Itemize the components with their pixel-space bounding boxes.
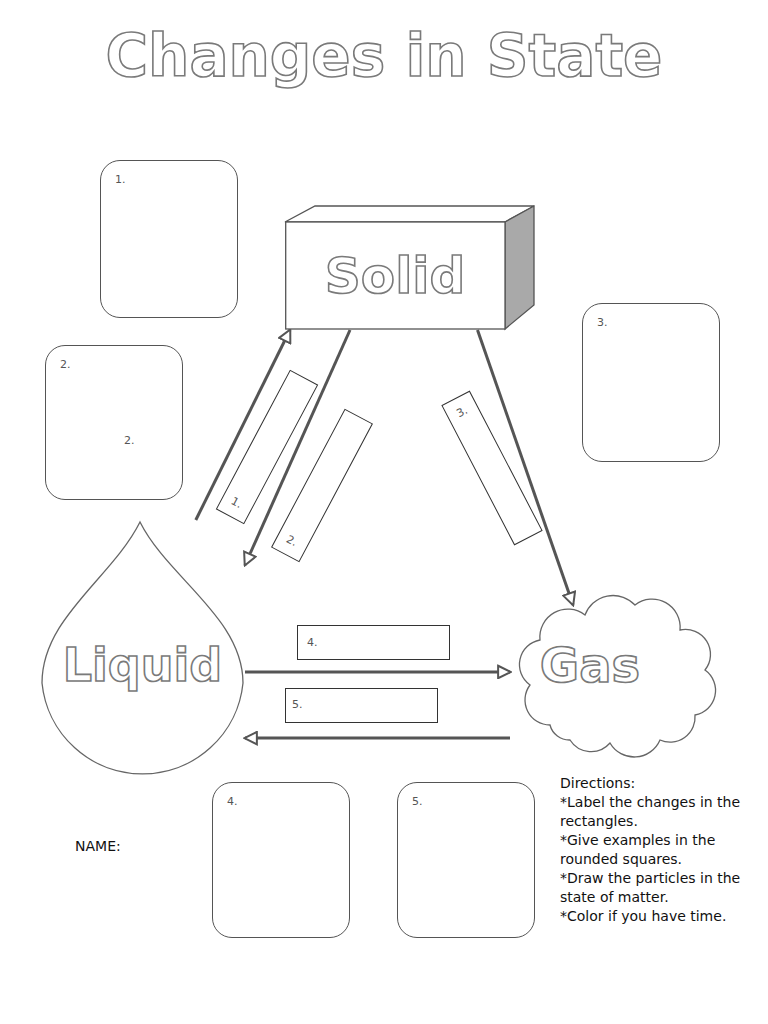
callout-number: 2. xyxy=(284,532,299,548)
direction-line: *Label the changes in the rectangles. xyxy=(560,793,762,831)
callout-number: 4. xyxy=(307,636,318,649)
example-box: 5. xyxy=(397,782,535,938)
example-box: 4. xyxy=(212,782,350,938)
callout-number: 1. xyxy=(115,173,126,186)
change-arrow xyxy=(245,737,510,740)
callout-number: 4. xyxy=(227,795,238,808)
callout-number: 5. xyxy=(412,795,423,808)
direction-line: *Color if you have time. xyxy=(560,907,762,926)
change-arrow xyxy=(245,671,510,674)
example-box: 2. 2. xyxy=(45,345,183,500)
page-title: Changes in State xyxy=(0,14,768,98)
callout-number: 5. xyxy=(292,698,303,711)
callout-number: 2. xyxy=(124,434,135,447)
direction-line: *Draw the particles in the state of matt… xyxy=(560,869,762,907)
direction-line: *Give examples in the rounded squares. xyxy=(560,831,762,869)
gas-state: Gas xyxy=(510,585,720,750)
state-name: Gas xyxy=(525,633,655,697)
label-rectangle: 4. xyxy=(297,625,450,660)
callout-number: 3. xyxy=(597,316,608,329)
state-name: Liquid xyxy=(40,633,245,697)
example-box: 1. xyxy=(100,160,238,318)
label-rectangle: 5. xyxy=(285,688,438,723)
direction-line: Directions: xyxy=(560,774,762,793)
callout-number: 3. xyxy=(454,404,469,420)
solid-state: Solid xyxy=(285,205,535,330)
state-name: Solid xyxy=(285,222,505,330)
name-field: NAME: xyxy=(75,838,121,854)
callout-number: 2. xyxy=(60,358,71,371)
example-box: 3. xyxy=(582,303,720,462)
directions-block: Directions:*Label the changes in the rec… xyxy=(560,774,762,926)
liquid-state: Liquid xyxy=(40,520,245,785)
label-rectangle: 3. xyxy=(441,391,542,546)
callout-number: 1. xyxy=(229,495,244,511)
